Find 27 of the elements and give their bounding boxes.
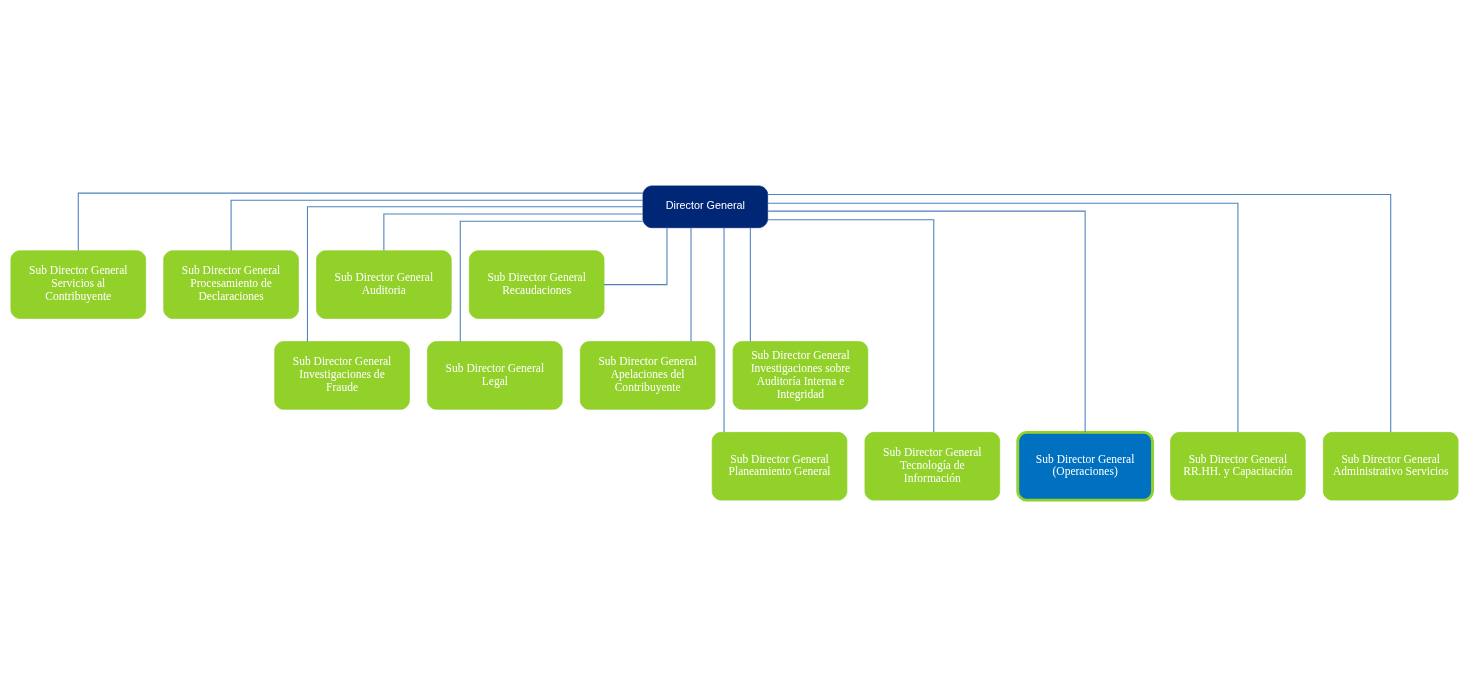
node-box: Sub Director General Auditoria <box>316 250 452 319</box>
connector <box>230 199 644 252</box>
connector <box>459 220 644 342</box>
connector <box>767 202 1239 433</box>
connector <box>306 206 644 343</box>
node-box: Sub Director General Procesamiento de Declaraciones <box>163 250 299 319</box>
connector <box>383 213 644 252</box>
node-box: Director General <box>642 185 768 229</box>
connector <box>723 227 725 433</box>
node-box: Sub Director General Administrativo Servicios <box>1322 432 1459 501</box>
connector <box>749 227 751 342</box>
node-box: Sub Director General Servicios al Contribuyente <box>10 250 147 319</box>
node-box: Sub Director General RR.HH. y Capacitación <box>1170 432 1306 501</box>
connector <box>767 194 1392 433</box>
node-box: Sub Director General Legal <box>427 341 563 410</box>
connector <box>77 192 644 252</box>
connector <box>690 227 692 342</box>
connector <box>603 227 668 286</box>
node-box: Sub Director General Apelaciones del Contribuyente <box>579 341 716 410</box>
node-box: Sub Director General Recaudaciones <box>468 250 605 319</box>
node-box: Sub Director General Planeamiento General <box>711 432 848 501</box>
node-box: Sub Director General (Operaciones) <box>1016 430 1154 502</box>
connector <box>767 219 935 433</box>
node-box: Sub Director General Tecnología de Información <box>864 432 1001 501</box>
node-box: Sub Director General Investigaciones sobre Auditoría Interna e Integridad <box>732 341 869 410</box>
node-box: Sub Director General Investigaciones de Fraude <box>274 341 410 410</box>
connector <box>767 210 1086 433</box>
